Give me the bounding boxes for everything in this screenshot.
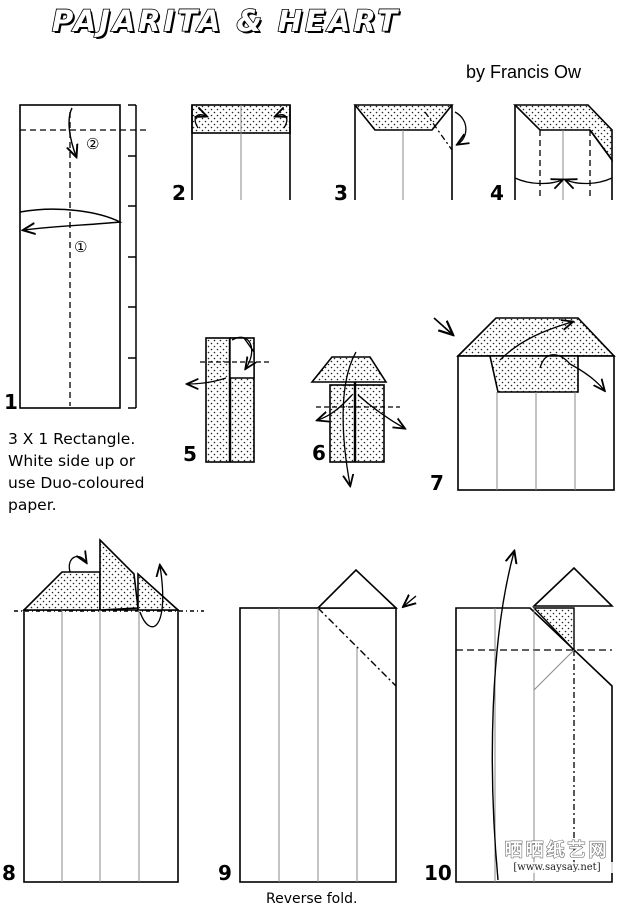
step-2-diagram	[191, 104, 291, 200]
step-6-diagram	[310, 351, 404, 485]
step-1-diagram	[19, 104, 146, 409]
step-number: 4	[490, 181, 504, 205]
step-number: 7	[430, 471, 444, 495]
step-8-diagram	[14, 538, 204, 883]
diagram-title: PAJARITA & HEART	[51, 3, 401, 39]
watermark-url: [www.saysay.net]	[498, 862, 616, 873]
instruction-line: paper.	[8, 496, 57, 514]
step-number: 2	[172, 181, 186, 205]
step-number: 8	[2, 861, 16, 885]
step-number: 10	[424, 861, 452, 885]
site-watermark: 晒晒纸艺网 [www.saysay.net]	[498, 836, 616, 873]
step-number: 3	[334, 181, 348, 205]
fold-marker-1: ①	[74, 238, 87, 256]
step-4-diagram	[513, 104, 613, 200]
step-7-diagram	[433, 317, 616, 491]
step-3-diagram	[353, 104, 466, 200]
step-9-diagram	[239, 568, 416, 883]
watermark-chinese: 晒晒纸艺网	[504, 840, 610, 862]
step-number: 6	[312, 441, 326, 465]
instruction-line: 3 X 1 Rectangle.	[8, 430, 136, 448]
instruction-line: White side up or	[8, 452, 136, 470]
step-number: 1	[4, 390, 18, 414]
step-number: 5	[183, 442, 197, 466]
step-9-caption: Reverse fold.	[266, 891, 358, 907]
step-number: 9	[218, 861, 232, 885]
instruction-line: use Duo-coloured	[8, 474, 145, 492]
step-10-diagram	[455, 552, 614, 883]
author-credit: by Francis Ow	[466, 62, 582, 82]
step-5-diagram	[188, 336, 270, 463]
step-1-instructions: 3 X 1 Rectangle. White side up or use Du…	[8, 428, 198, 516]
fold-marker-2: ②	[86, 135, 99, 153]
